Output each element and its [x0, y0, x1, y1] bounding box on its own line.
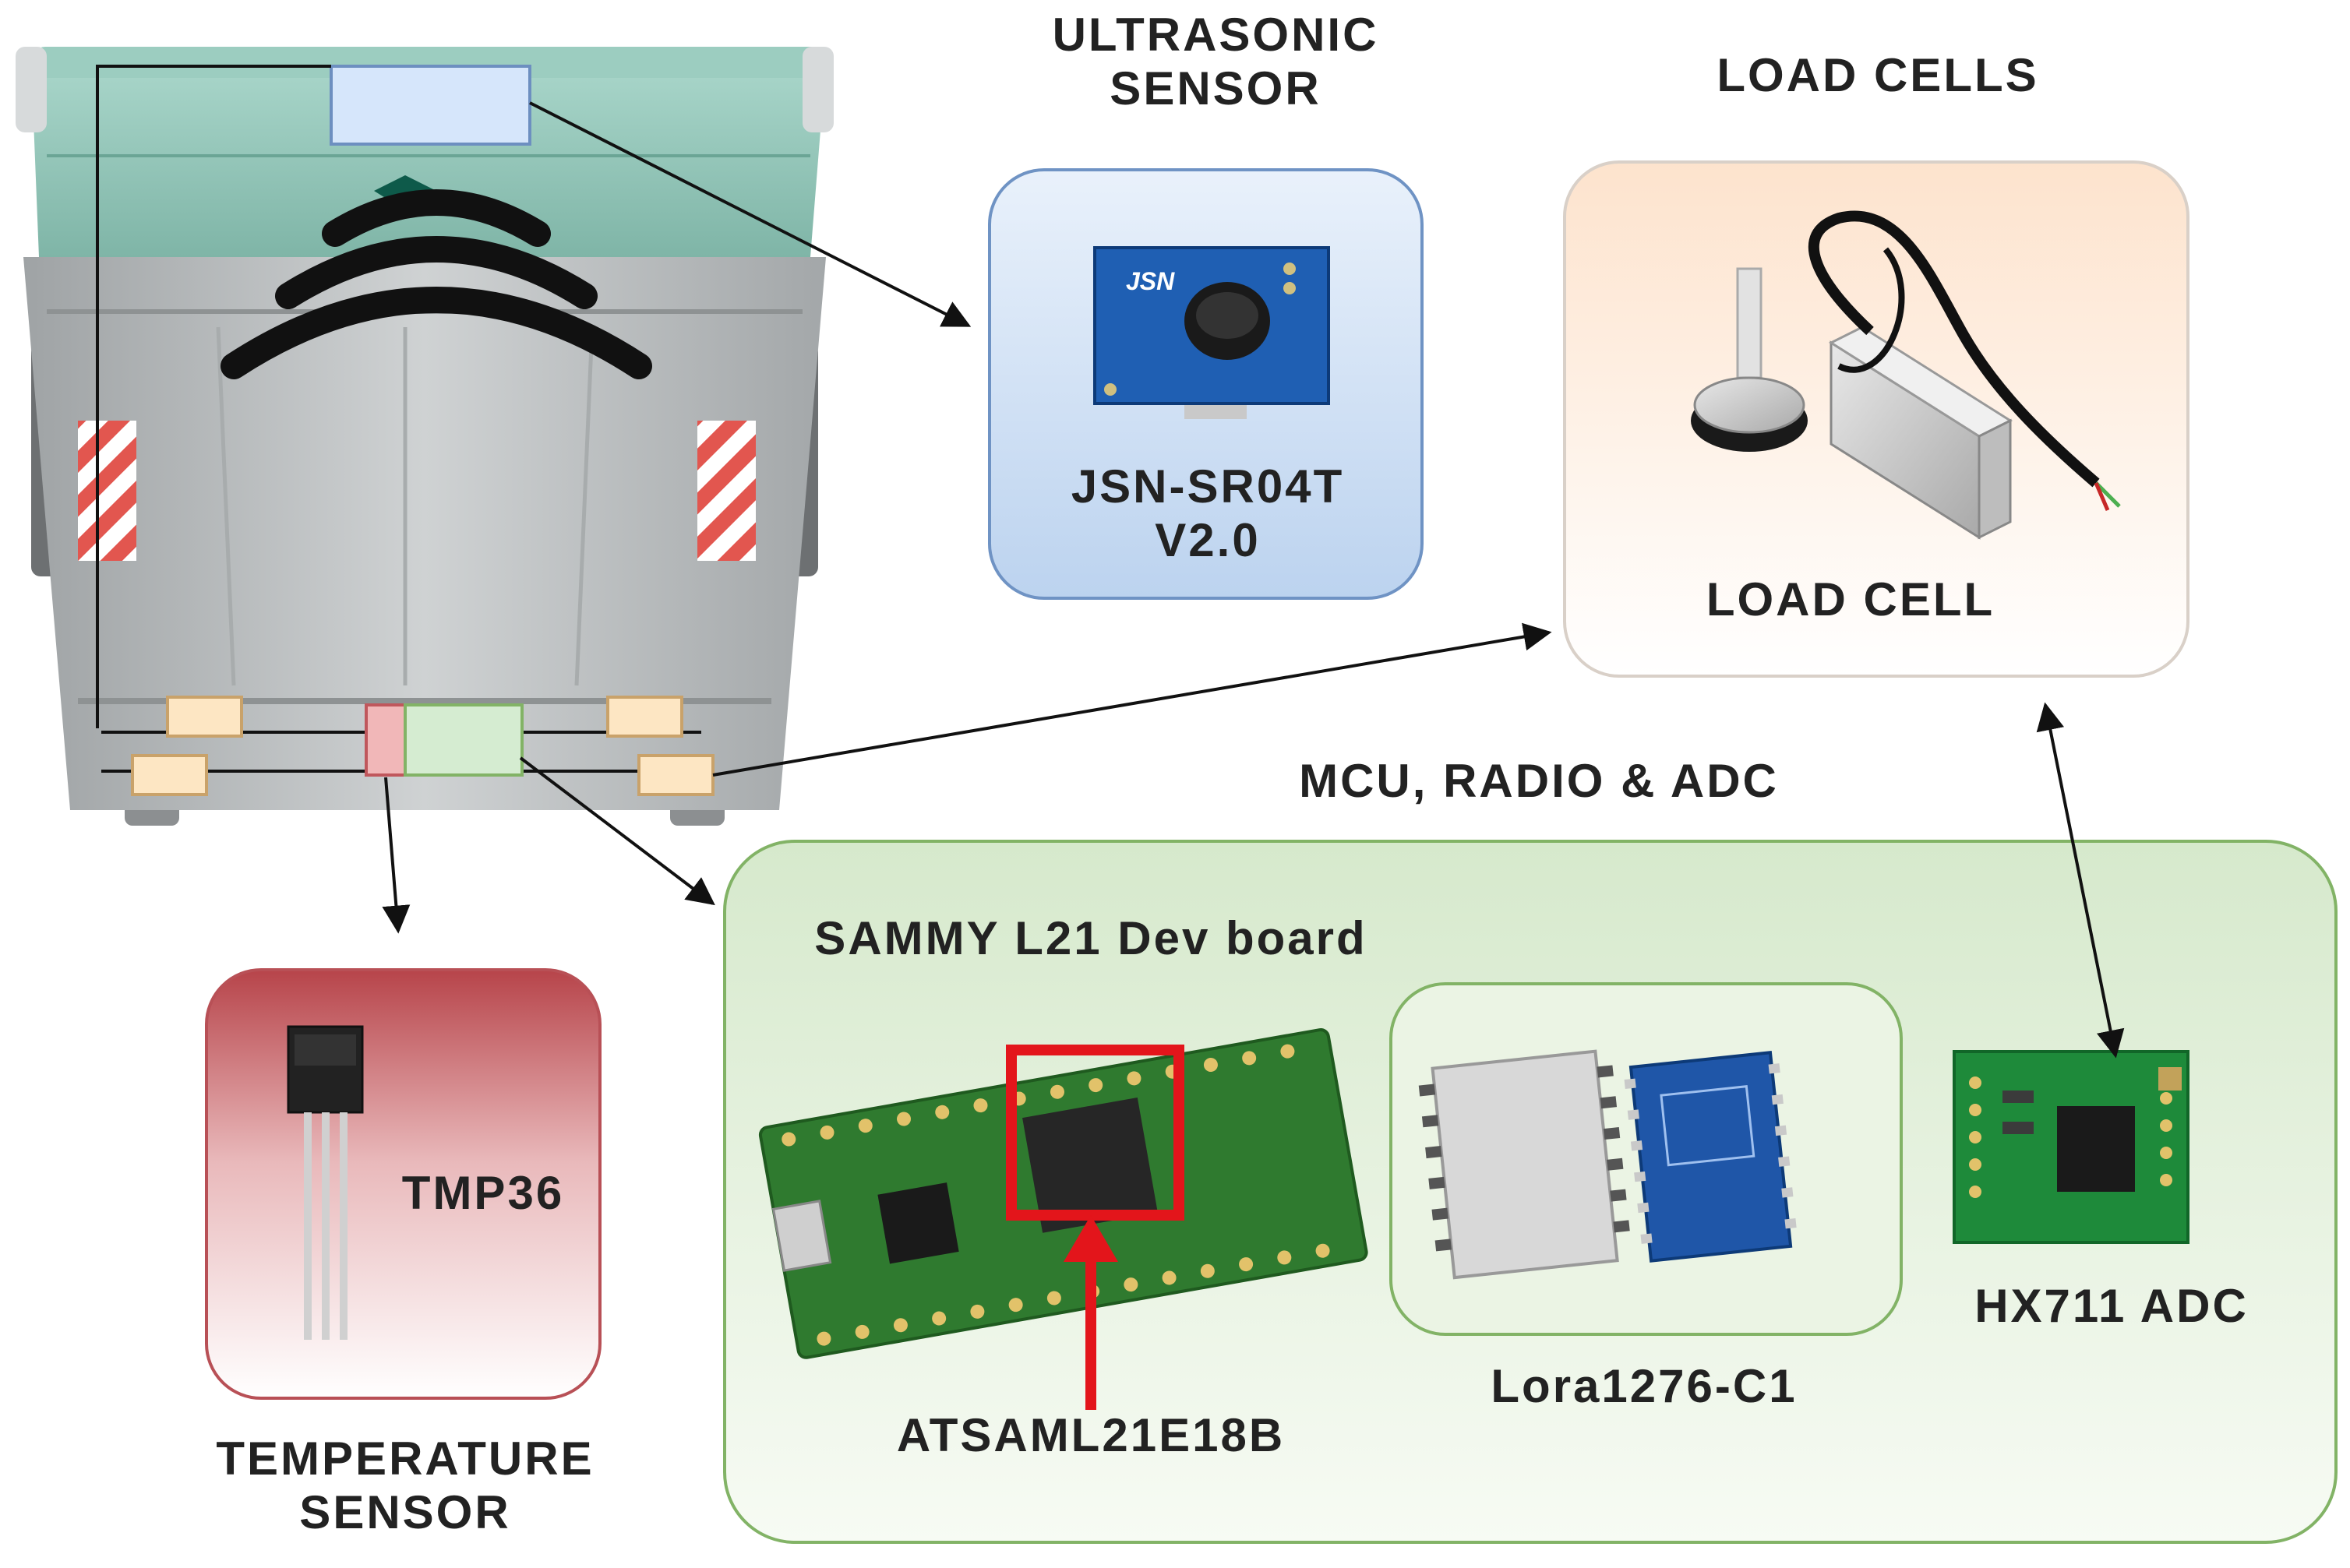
load-cell-marker	[637, 754, 715, 796]
load-cells-heading: LOAD CELLS	[1717, 49, 2039, 101]
load-cell-marker	[131, 754, 208, 796]
radio-shield-module	[1418, 1049, 1630, 1280]
load-cell-marker	[166, 696, 243, 738]
heading-line: TEMPERATURE	[216, 1432, 595, 1485]
temperature-heading: TEMPERATURE SENSOR	[203, 1432, 608, 1539]
wiring-line	[96, 65, 331, 728]
jsn-logo: JSN	[1126, 267, 1175, 295]
arrow-icon	[519, 756, 715, 906]
waste-bin-illustration	[16, 47, 834, 826]
arrow-icon	[382, 777, 411, 934]
arrow-icon	[712, 622, 1552, 777]
board-title-label: SAMMY L21 Dev board	[814, 912, 1367, 964]
tmp36-label: TMP36	[401, 1167, 565, 1219]
chip-highlight-box	[1006, 1045, 1184, 1221]
wifi-signal-icon	[221, 175, 652, 379]
arrow-icon	[529, 101, 972, 327]
sammy-dev-board	[758, 1028, 1368, 1359]
model-line: JSN-SR04T	[1071, 460, 1345, 513]
chip-pointer-arrowhead	[1064, 1215, 1118, 1262]
model-line: V2.0	[1155, 514, 1261, 566]
ultrasonic-heading: ULTRASONIC SENSOR	[1044, 8, 1387, 115]
tmp36-component	[287, 1025, 364, 1340]
heading-line: ULTRASONIC	[1052, 9, 1379, 61]
chip-label: ATSAML21E18B	[896, 1409, 1286, 1461]
load-cell-label: LOAD CELL	[1706, 573, 1995, 625]
adc-label: HX711 ADC	[1974, 1280, 2249, 1332]
load-cell-illustration	[1691, 210, 2121, 540]
load-cell-marker	[606, 696, 683, 738]
radio-label: Lora1276-C1	[1491, 1360, 1798, 1412]
temperature-marker	[365, 703, 407, 777]
ultrasonic-sensor-board: JSN	[1093, 246, 1330, 419]
mcu-heading: MCU, RADIO & ADC	[1299, 755, 1779, 807]
heading-line: SENSOR	[1110, 62, 1321, 115]
radio-board-module	[1624, 1051, 1797, 1263]
ultrasonic-model-label: JSN-SR04T V2.0	[1029, 460, 1387, 567]
heading-line: SENSOR	[299, 1486, 511, 1538]
mcu-marker	[404, 703, 524, 777]
ultrasonic-placement-marker	[330, 65, 531, 146]
hx711-board	[1953, 1050, 2189, 1244]
arrow-icon	[2036, 702, 2125, 1059]
